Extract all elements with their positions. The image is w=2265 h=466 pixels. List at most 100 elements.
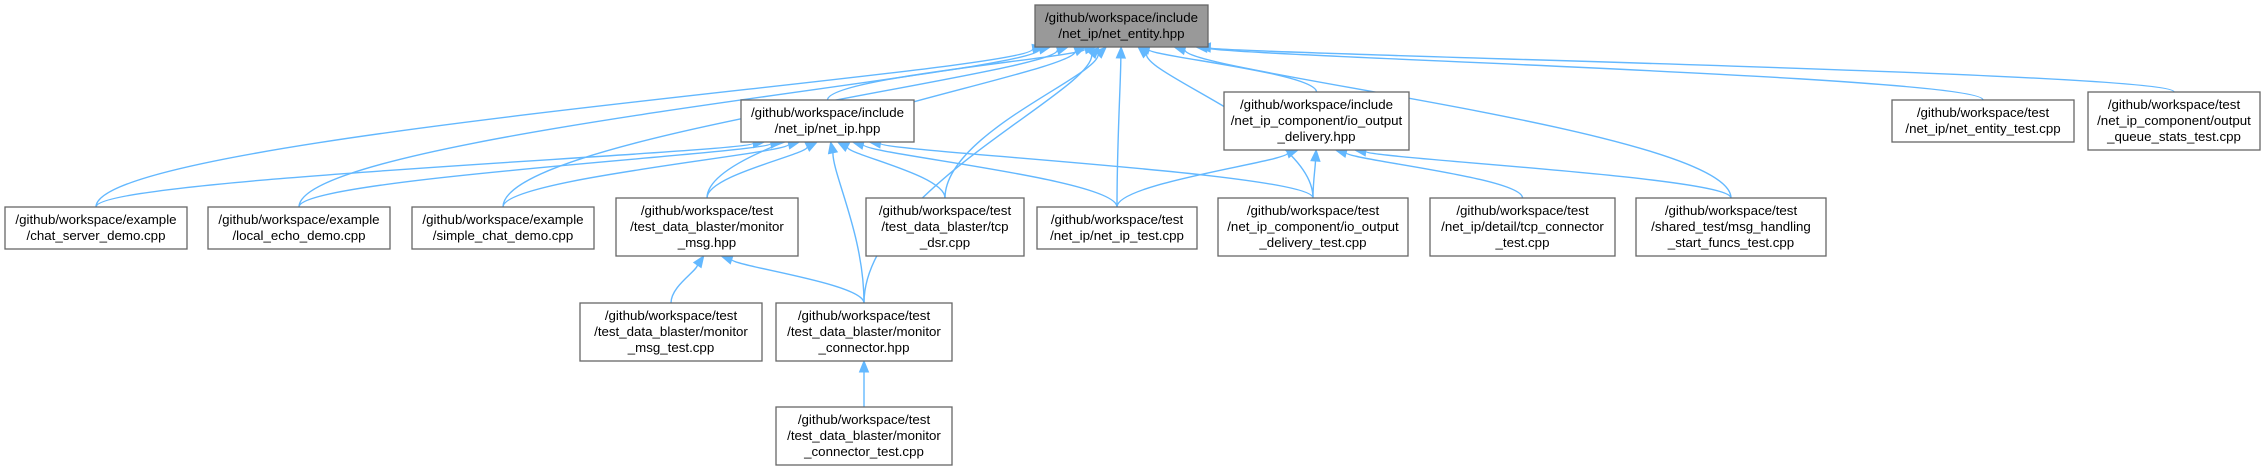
node-label-line: _test.cpp bbox=[1495, 235, 1550, 250]
node-label-line: /chat_server_demo.cpp bbox=[27, 228, 166, 243]
node-label-line: /github/workspace/include bbox=[1045, 10, 1198, 25]
edge-io_output_delivery_test_cpp-to-io_output_delivery_hpp bbox=[1310, 148, 1321, 199]
node-label-line: /net_ip/net_entity_test.cpp bbox=[1905, 121, 2060, 136]
node-label-line: /net_ip_component/io_output bbox=[1227, 219, 1399, 234]
node-label-line: /test_data_blaster/monitor bbox=[630, 219, 784, 234]
arrowhead bbox=[836, 141, 851, 152]
node-label-line: /github/workspace/test bbox=[798, 412, 931, 427]
node-label-line: /github/workspace/test bbox=[1665, 203, 1798, 218]
node-box[interactable] bbox=[1036, 206, 1198, 250]
node-box[interactable] bbox=[1217, 197, 1409, 257]
node-tcp-dsr-cpp[interactable]: /github/workspace/test/test_data_blaster… bbox=[865, 197, 1025, 257]
node-box[interactable] bbox=[1429, 197, 1616, 257]
node-label-line: _start_funcs_test.cpp bbox=[1667, 235, 1794, 250]
node-label-line: _delivery_test.cpp bbox=[1258, 235, 1366, 250]
node-label-line: /github/workspace/example bbox=[422, 212, 583, 227]
node-monitor-msg-test-cpp[interactable]: /github/workspace/test/test_data_blaster… bbox=[579, 302, 763, 362]
arrowhead bbox=[1087, 46, 1101, 60]
node-box[interactable] bbox=[1223, 91, 1410, 151]
edge-msg_handling_start_funcs_test_cpp-to-net_entity_hpp bbox=[1172, 44, 1732, 199]
node-label-line: /local_echo_demo.cpp bbox=[232, 228, 365, 243]
node-io-output-delivery-hpp[interactable]: /github/workspace/include/net_ip_compone… bbox=[1223, 91, 1410, 151]
node-tcp-connector-test-cpp[interactable]: /github/workspace/test/net_ip/detail/tcp… bbox=[1429, 197, 1616, 257]
edge-simple_chat_demo_cpp-to-net_ip_hpp bbox=[502, 139, 801, 208]
node-label-line: /github/workspace/include bbox=[751, 105, 904, 120]
node-label-line: _queue_stats_test.cpp bbox=[2106, 129, 2241, 144]
node-net-entity-test-cpp[interactable]: /github/workspace/test/net_ip/net_entity… bbox=[1891, 99, 2075, 143]
node-label-line: /net_ip/detail/tcp_connector bbox=[1441, 219, 1604, 234]
arrowhead bbox=[1115, 45, 1127, 59]
node-label-line: /github/workspace/test bbox=[1051, 212, 1184, 227]
node-label-line: /github/workspace/test bbox=[1917, 105, 2050, 120]
node-label-line: _dsr.cpp bbox=[919, 235, 970, 250]
node-label-line: /net_ip_component/io_output bbox=[1231, 113, 1403, 128]
node-output-queue-stats-test-cpp[interactable]: /github/workspace/test/net_ip_component/… bbox=[2087, 91, 2261, 151]
node-label-line: /test_data_blaster/tcp bbox=[881, 219, 1008, 234]
node-box[interactable] bbox=[411, 206, 595, 250]
edge-tcp_connector_test_cpp-to-io_output_delivery_hpp bbox=[1334, 147, 1524, 199]
edge-net_ip_test_cpp-to-net_ip_hpp bbox=[851, 139, 1118, 208]
node-chat-server-demo-cpp[interactable]: /github/workspace/example/chat_server_de… bbox=[4, 206, 188, 250]
edge-msg_handling_start_funcs_test_cpp-to-io_output_delivery_hpp bbox=[1353, 146, 1732, 199]
node-msg-handling-start-funcs-test-cpp[interactable]: /github/workspace/test/shared_test/msg_h… bbox=[1635, 197, 1827, 257]
node-label-line: /github/workspace/test bbox=[1247, 203, 1380, 218]
node-label-line: _connector.hpp bbox=[818, 340, 910, 355]
arrowhead bbox=[858, 359, 870, 373]
edge-monitor_msg_hpp-to-net_ip_hpp bbox=[706, 141, 819, 199]
node-label-line: _msg_test.cpp bbox=[627, 340, 714, 355]
edge-chat_server_demo_cpp-to-net_ip_hpp bbox=[95, 137, 766, 208]
node-label-line: /github/workspace/test bbox=[798, 308, 931, 323]
edge-monitor_connector_test_cpp-to-monitor_connector_hpp bbox=[858, 359, 870, 408]
arrowhead bbox=[804, 141, 819, 152]
node-label-line: /github/workspace/example bbox=[15, 212, 176, 227]
node-box[interactable] bbox=[615, 197, 799, 257]
edge-output_queue_stats_test_cpp-to-net_entity_hpp bbox=[1198, 42, 2175, 93]
node-label-line: /shared_test/msg_handling bbox=[1651, 219, 1811, 234]
node-label-line: /github/workspace/test bbox=[641, 203, 774, 218]
node-box[interactable] bbox=[207, 206, 391, 250]
arrowhead bbox=[1137, 46, 1151, 59]
node-box[interactable] bbox=[740, 99, 915, 143]
node-monitor-connector-hpp[interactable]: /github/workspace/test/test_data_blaster… bbox=[775, 302, 953, 362]
dependency-edges bbox=[95, 42, 2175, 408]
node-box[interactable] bbox=[4, 206, 188, 250]
node-label-line: /net_ip/net_entity.hpp bbox=[1058, 26, 1184, 41]
node-monitor-connector-test-cpp[interactable]: /github/workspace/test/test_data_blaster… bbox=[775, 406, 953, 466]
node-label-line: /test_data_blaster/monitor bbox=[787, 324, 941, 339]
node-label-line: /github/workspace/test bbox=[605, 308, 738, 323]
node-net-ip-test-cpp[interactable]: /github/workspace/test/net_ip/net_ip_tes… bbox=[1036, 206, 1198, 250]
node-net-ip-hpp[interactable]: /github/workspace/include/net_ip/net_ip.… bbox=[740, 99, 915, 143]
node-box[interactable] bbox=[775, 406, 953, 466]
arrowhead bbox=[1310, 148, 1321, 162]
arrowhead bbox=[692, 254, 705, 269]
node-box[interactable] bbox=[1891, 99, 2075, 143]
node-local-echo-demo-cpp[interactable]: /github/workspace/example/local_echo_dem… bbox=[207, 206, 391, 250]
node-label-line: /github/workspace/test bbox=[879, 203, 1012, 218]
edge-monitor_connector_hpp-to-net_entity_hpp bbox=[863, 46, 1101, 304]
edge-local_echo_demo_cpp-to-net_entity_hpp bbox=[298, 44, 1052, 208]
node-box[interactable] bbox=[775, 302, 953, 362]
node-label-line: /github/workspace/example bbox=[218, 212, 379, 227]
arrowhead bbox=[1073, 46, 1087, 57]
node-box[interactable] bbox=[865, 197, 1025, 257]
node-io-output-delivery-test-cpp[interactable]: /github/workspace/test/net_ip_component/… bbox=[1217, 197, 1409, 257]
node-simple-chat-demo-cpp[interactable]: /github/workspace/example/simple_chat_de… bbox=[411, 206, 595, 250]
edge-monitor_connector_hpp-to-monitor_msg_hpp bbox=[720, 254, 865, 304]
node-label-line: _delivery.hpp bbox=[1276, 129, 1355, 144]
edge-monitor_connector_hpp-to-net_ip_hpp bbox=[827, 140, 865, 304]
node-box[interactable] bbox=[1034, 4, 1209, 48]
edge-tcp_dsr_cpp-to-net_entity_hpp bbox=[944, 46, 1108, 199]
node-net-entity-hpp[interactable]: /github/workspace/include/net_ip/net_ent… bbox=[1034, 4, 1209, 48]
node-label-line: /test_data_blaster/monitor bbox=[787, 428, 941, 443]
node-box[interactable] bbox=[579, 302, 763, 362]
node-label-line: /github/workspace/test bbox=[1456, 203, 1589, 218]
edge-net_ip_test_cpp-to-net_entity_hpp bbox=[1115, 45, 1127, 208]
arrowhead bbox=[1094, 46, 1108, 59]
node-monitor-msg-hpp[interactable]: /github/workspace/test/test_data_blaster… bbox=[615, 197, 799, 257]
node-box[interactable] bbox=[1635, 197, 1827, 257]
node-box[interactable] bbox=[2087, 91, 2261, 151]
node-label-line: _connector_test.cpp bbox=[803, 444, 924, 459]
node-label-line: /github/workspace/test bbox=[2108, 97, 2241, 112]
node-label-line: _msg.hpp bbox=[677, 235, 736, 250]
